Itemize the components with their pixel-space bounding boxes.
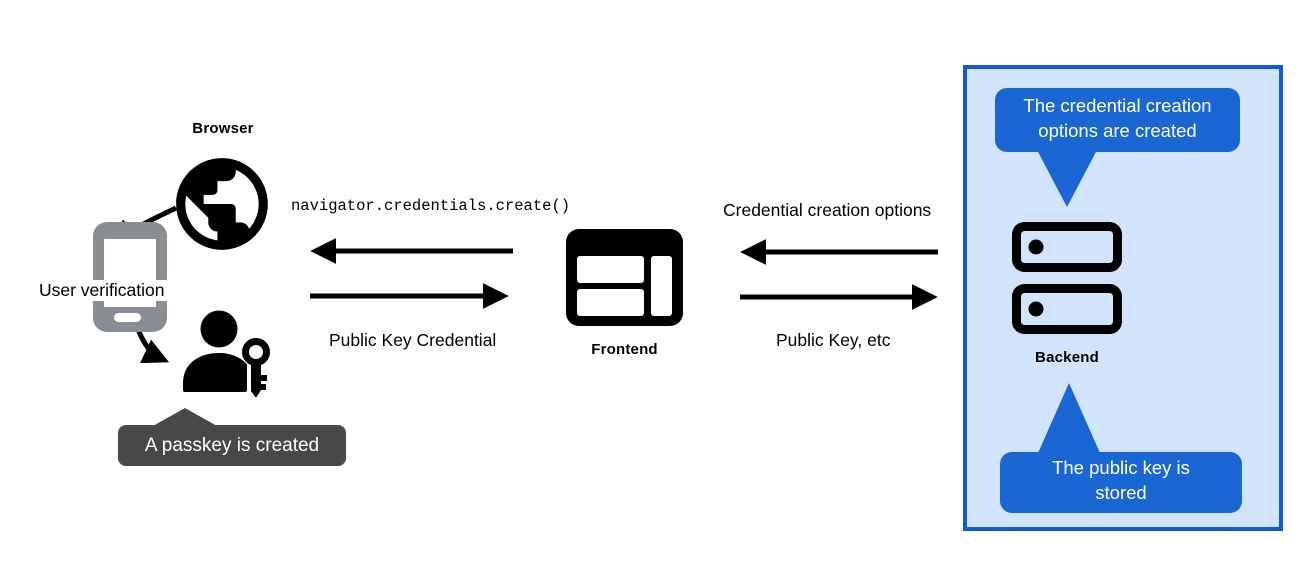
- backend-bubble-bottom: The public key is stored: [1000, 383, 1242, 513]
- user-verification-label: User verification: [36, 280, 168, 301]
- backend-bubble-top: The credential creation options are crea…: [995, 88, 1240, 207]
- create-call-label: navigator.credentials.create(): [291, 197, 571, 215]
- frontend-label: Frontend: [591, 341, 658, 358]
- bubble-bottom-tail: [1038, 383, 1100, 453]
- server-icon: [1012, 222, 1122, 334]
- public-key-etc-label: Public Key, etc: [776, 330, 891, 350]
- bubble-top-tail: [1037, 150, 1097, 207]
- public-key-credential-label: Public Key Credential: [329, 330, 497, 350]
- credential-options-label: Credential creation options: [723, 200, 932, 220]
- passkey-tooltip: A passkey is created: [118, 408, 346, 466]
- backend-bubble-bottom-text: The public key is stored: [1052, 457, 1190, 503]
- backend-label: Backend: [1035, 349, 1099, 366]
- smartphone-icon: [93, 222, 167, 332]
- browser-label: Browser: [192, 120, 254, 137]
- person-key-icon: [183, 310, 270, 397]
- browser-window-icon: [566, 229, 683, 326]
- backend-bubble-top-text: The credential creation options are crea…: [1023, 95, 1212, 141]
- tooltip-pointer: [153, 408, 217, 426]
- globe-icon: [176, 158, 268, 250]
- passkey-tooltip-text: A passkey is created: [144, 435, 320, 456]
